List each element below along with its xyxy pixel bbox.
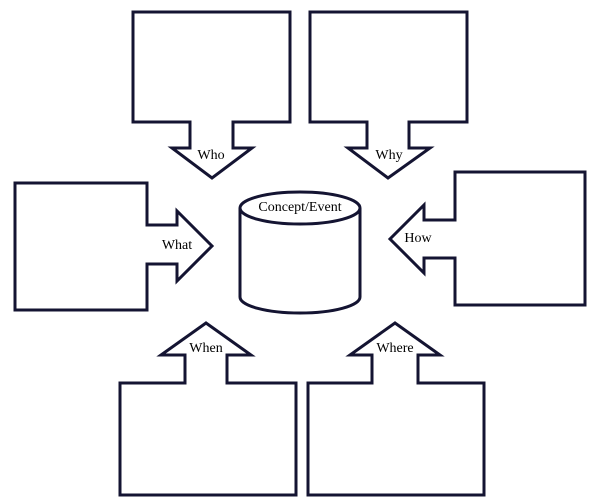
- center-label: Concept/Event: [258, 200, 341, 215]
- what-callout: What: [13, 181, 215, 312]
- who-box: [131, 10, 292, 180]
- cylinder-body: [238, 208, 362, 315]
- who-label: Who: [197, 148, 224, 163]
- where-callout: Where: [306, 321, 486, 497]
- what-box: [13, 181, 215, 312]
- what-label: What: [162, 238, 192, 253]
- concept-event-cylinder: Concept/Event: [238, 190, 362, 315]
- when-label: When: [189, 341, 222, 356]
- when-callout: When: [118, 321, 298, 497]
- where-label: Where: [376, 341, 413, 356]
- why-callout: Why: [308, 10, 469, 180]
- cylinder-top: [238, 190, 362, 226]
- when-box: [118, 321, 298, 497]
- why-box: [308, 10, 469, 180]
- where-box: [306, 321, 486, 497]
- how-label: How: [404, 231, 432, 246]
- why-label: Why: [375, 148, 402, 163]
- how-box: [387, 170, 587, 307]
- how-callout: How: [387, 170, 587, 307]
- who-callout: Who: [131, 10, 292, 180]
